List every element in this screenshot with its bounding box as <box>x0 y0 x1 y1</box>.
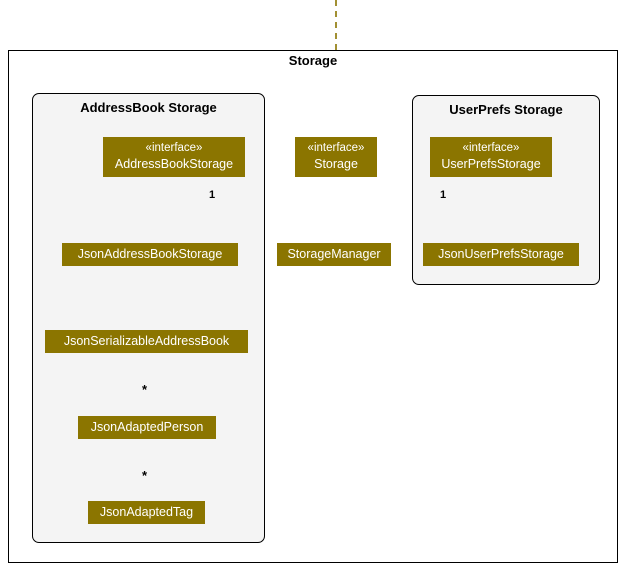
class-name: Storage <box>314 157 358 172</box>
class-name: JsonAddressBookStorage <box>77 246 223 261</box>
class-name: StorageManager <box>287 246 381 261</box>
class-jsonadaptedperson[interactable]: JsonAdaptedPerson <box>78 416 216 439</box>
class-jsonserializableaddressbook[interactable]: JsonSerializableAddressBook <box>45 330 248 353</box>
stereotype-interface: «interface» <box>307 141 365 154</box>
stereotype-interface: «interface» <box>145 141 203 154</box>
class-storagemanager[interactable]: StorageManager <box>277 243 391 266</box>
class-name: JsonAdaptedTag <box>99 504 194 519</box>
class-name: JsonAdaptedPerson <box>90 419 204 434</box>
multiplicity-jsab-jsonadaptedperson: * <box>142 382 148 397</box>
multiplicity-storagemanager-userprefsstorage: 1 <box>440 189 447 201</box>
class-jsonuserprefsstorage[interactable]: JsonUserPrefsStorage <box>423 243 579 266</box>
class-name: AddressBookStorage <box>114 157 234 172</box>
package-storage-title: Storage <box>288 53 338 68</box>
stereotype-interface: «interface» <box>462 141 520 154</box>
package-userprefs-storage-title: UserPrefs Storage <box>449 102 563 117</box>
class-storage[interactable]: «interface» Storage <box>295 137 377 177</box>
multiplicity-jsonadaptedperson-jsonadaptedtag: * <box>142 468 148 483</box>
package-addressbook-storage-title: AddressBook Storage <box>80 100 217 115</box>
class-name: UserPrefsStorage <box>441 157 541 172</box>
class-name: JsonSerializableAddressBook <box>63 333 230 348</box>
class-name: JsonUserPrefsStorage <box>438 246 564 261</box>
multiplicity-storagemanager-addressbookstorage: 1 <box>209 189 216 201</box>
class-jsonadaptedtag[interactable]: JsonAdaptedTag <box>88 501 205 524</box>
class-addressbookstorage[interactable]: «interface» AddressBookStorage <box>103 137 245 177</box>
class-jsonaddressbookstorage[interactable]: JsonAddressBookStorage <box>62 243 238 266</box>
class-userprefsstorage[interactable]: «interface» UserPrefsStorage <box>430 137 552 177</box>
